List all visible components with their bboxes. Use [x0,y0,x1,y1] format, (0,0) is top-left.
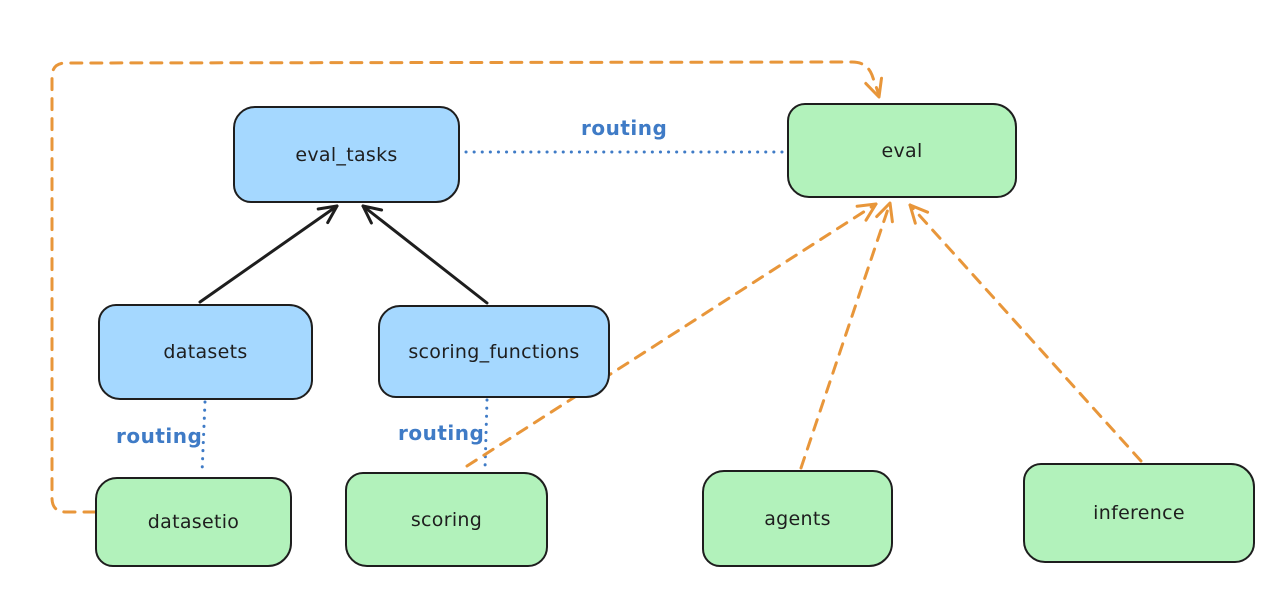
node-scoring: scoring [345,472,548,567]
node-eval-tasks-label: eval_tasks [295,143,398,166]
edge-scoring-functions-to-eval-tasks-arrowhead [361,204,384,225]
edge-datasetio-to-eval-loop [50,60,881,514]
edge-label-routing-scoring-functions-scoring: routing [398,421,485,445]
node-datasetio-label: datasetio [147,511,240,533]
edge-label-routing-eval-tasks-eval: routing [581,116,668,140]
node-agents-label: agents [764,507,831,530]
edge-datasets-to-eval-tasks-arrowhead [316,204,339,225]
edge-scoring-functions-to-eval-tasks [361,204,489,305]
node-scoring-functions-label: scoring_functions [408,340,580,363]
node-agents: agents [702,470,893,567]
node-datasets-label: datasets [163,341,248,363]
edge-agents-to-eval [799,201,892,470]
edge-inference-to-eval-arrowhead [908,203,930,225]
node-eval-label: eval [881,139,923,162]
node-scoring-label: scoring [410,508,483,531]
node-inference: inference [1023,463,1255,563]
node-eval-tasks: eval_tasks [233,106,460,203]
edge-datasets-to-eval-tasks [198,204,339,304]
node-datasetio: datasetio [95,477,292,567]
edge-inference-to-eval [908,203,1143,463]
node-eval: eval [787,103,1017,198]
node-inference-label: inference [1093,502,1185,524]
node-scoring-functions: scoring_functions [378,305,610,398]
edge-routing-scoring-functions-to-scoring [483,398,489,471]
edge-agents-to-eval-arrowhead [875,201,894,224]
edge-scoring-to-eval-arrowhead [855,202,878,222]
node-datasets: datasets [98,304,313,400]
edge-label-routing-datasets-datasetio: routing [116,424,203,448]
edge-scoring-to-eval [465,202,878,468]
edge-datasetio-to-eval-loop-arrowhead [864,76,883,99]
edge-routing-datasets-to-datasetio [200,400,207,475]
